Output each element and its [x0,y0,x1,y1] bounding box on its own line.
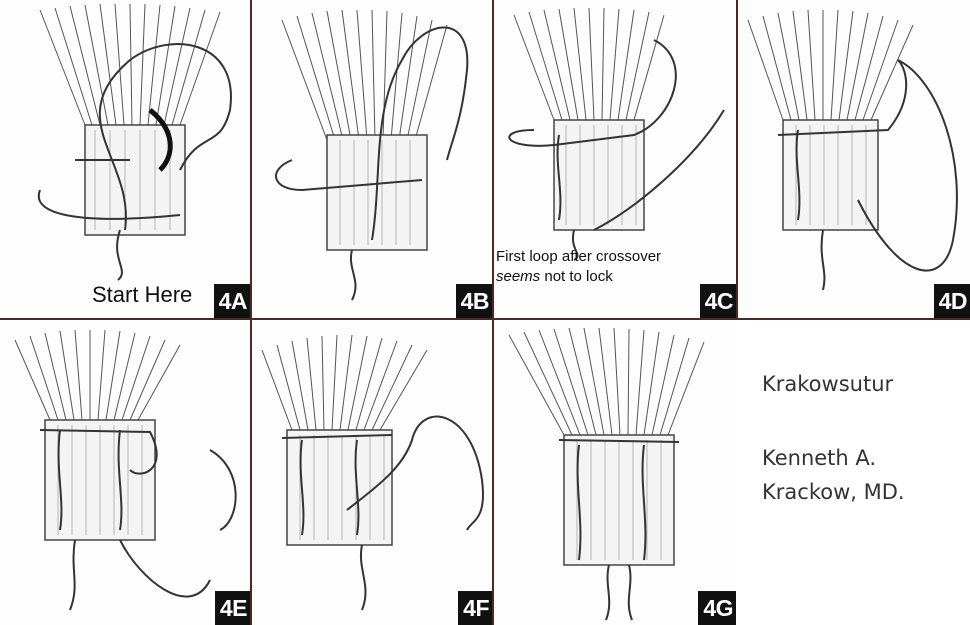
panel-4f: 4F [252,320,492,625]
tendon-illustration-4e [0,320,250,625]
vertical-divider-2 [492,0,494,625]
caption-4c-line2-rest: not to lock [540,268,613,285]
panel-4g: 4G [494,320,736,625]
vertical-divider-1 [250,0,252,625]
panel-label-4a: 4A [214,284,250,318]
author-line-2: Krackow, MD. [762,480,905,504]
panel-label-4c: 4C [700,284,736,318]
horizontal-divider [0,318,970,320]
panel-4d: 4D [738,0,970,318]
panel-label-4e: 4E [215,591,250,625]
panel-label-4d: 4D [934,284,970,318]
tendon-illustration-4b [252,0,492,318]
panel-label-4g: 4G [698,591,736,625]
caption-4c-emphasis: seems [496,268,540,285]
panel-label-4b: 4B [456,284,492,318]
panel-label-4f: 4F [458,591,492,625]
tendon-illustration-4a [0,0,250,318]
tendon-illustration-4g [494,320,736,625]
author-line-1: Kenneth A. [762,446,876,470]
panel-4a: Start Here 4A [0,0,250,318]
caption-4a: Start Here [92,282,192,308]
panel-4b: 4B [252,0,492,318]
tendon-illustration-4d [738,0,970,318]
technique-title: Krakowsutur [762,372,893,396]
panel-4c: First loop after crossover seems not to … [494,0,736,318]
vertical-divider-3 [736,0,738,318]
tendon-illustration-4f [252,320,492,625]
caption-4c-line1: First loop after crossover [496,248,661,265]
caption-4c-line2: seems not to lock [496,268,613,285]
panel-4e: 4E [0,320,250,625]
